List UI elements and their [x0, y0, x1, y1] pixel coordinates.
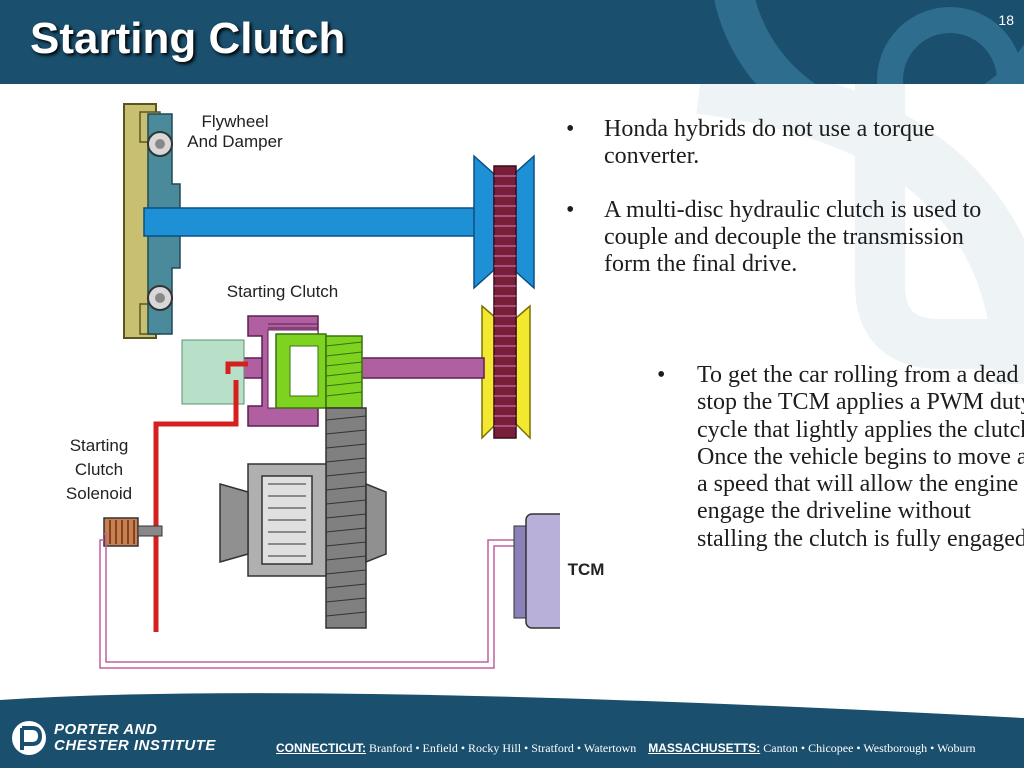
- background-decoration: [696, 84, 1024, 385]
- output-gear: [325, 335, 363, 409]
- bullet-dot: •: [657, 362, 666, 388]
- driven-pulley-right: [515, 304, 531, 440]
- slide-title: Starting Clutch: [30, 14, 346, 63]
- solenoid-label: Starting Clutch Solenoid: [65, 436, 133, 503]
- footer-wave: [0, 693, 1024, 724]
- drive-pulley-left: [473, 154, 495, 290]
- tcm-label: TCM: [567, 560, 605, 579]
- bullet-item: • Honda hybrids do not use a torque conv…: [566, 116, 935, 169]
- bullet-item-main: • To get the car rolling from a dead sto…: [657, 362, 1024, 552]
- header-decoration: [714, 0, 1024, 84]
- starting-clutch-label: Starting Clutch: [226, 282, 339, 301]
- final-drive-gear: [325, 407, 367, 629]
- institute-name: PORTER AND CHESTER INSTITUTE: [54, 721, 216, 754]
- institute-logo-icon: [12, 721, 46, 755]
- slide-number: 18: [998, 12, 1014, 28]
- tcm-wire-2: [104, 533, 524, 663]
- input-shaft: [143, 207, 485, 237]
- tcm-box: [525, 513, 560, 629]
- slide-header: Starting Clutch 18: [0, 0, 1024, 84]
- solenoid: [103, 517, 139, 547]
- flywheel-label: Flywheel And Damper: [187, 112, 283, 151]
- tcm-wire-1: [99, 539, 524, 669]
- drive-pulley-right: [513, 154, 535, 290]
- bullet-list: • Honda hybrids do not use a torque conv…: [562, 116, 1002, 305]
- bullet-dot: •: [566, 197, 575, 223]
- starting-clutch-diagram: [99, 103, 560, 669]
- bullet-item: • A multi-disc hydraulic clutch is used …: [566, 197, 982, 277]
- drive-belt: [493, 165, 517, 439]
- slide-footer: [0, 724, 1024, 768]
- bullet-dot: •: [566, 116, 575, 142]
- footer-locations: CONNECTICUT: Branford • Enfield • Rocky …: [276, 741, 976, 755]
